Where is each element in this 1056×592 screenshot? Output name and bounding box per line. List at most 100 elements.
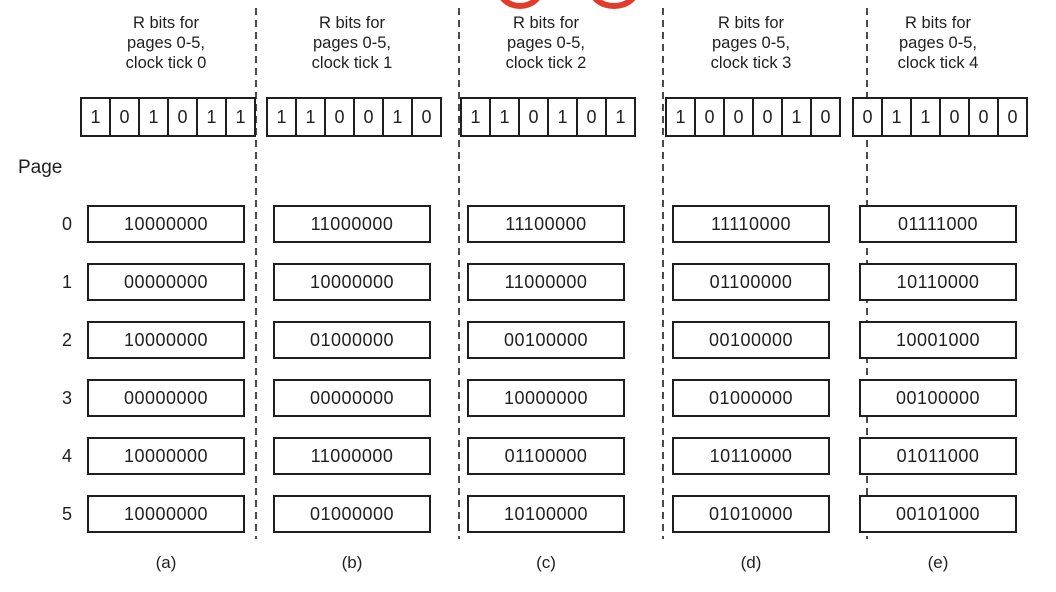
r-bit-cell: 1 <box>382 97 413 137</box>
header-line: clock tick 0 <box>125 54 207 72</box>
r-bit-cell: 1 <box>547 97 578 137</box>
aging-counter-box: 10000000 <box>87 321 245 359</box>
header-line: pages 0-5, <box>712 34 790 52</box>
header-line: pages 0-5, <box>127 34 205 52</box>
r-bit-cell: 1 <box>460 97 491 137</box>
aging-counter-box: 11000000 <box>467 263 625 301</box>
r-bit-cell: 0 <box>752 97 783 137</box>
dashed-separator <box>662 8 664 539</box>
r-bit-cell: 0 <box>723 97 754 137</box>
aging-counter-box: 01000000 <box>672 379 830 417</box>
page-number: 1 <box>61 272 72 292</box>
aging-counter-box: 10001000 <box>859 321 1017 359</box>
header-line: R bits for <box>512 14 580 32</box>
aging-counter-box: 00000000 <box>87 263 245 301</box>
counter-rows: 10000000 00000000 10000000 00000000 10000000… <box>80 205 252 533</box>
r-bit-cell: 0 <box>576 97 607 137</box>
aging-counter-box: 10100000 <box>467 495 625 533</box>
r-bit-cell: 0 <box>518 97 549 137</box>
column-header: R bits for pages 0-5, clock tick 0 <box>80 0 252 73</box>
aging-counter-box: 01010000 <box>672 495 830 533</box>
r-bit-cell: 1 <box>295 97 326 137</box>
r-bit-cell: 0 <box>694 97 725 137</box>
r-bit-cell: 0 <box>324 97 355 137</box>
page-number: 5 <box>61 504 72 524</box>
header-line: clock tick 2 <box>505 54 587 72</box>
aging-counter-box: 10000000 <box>87 495 245 533</box>
r-bit-cell: 0 <box>997 97 1028 137</box>
r-bit-cell: 1 <box>781 97 812 137</box>
aging-counter-box: 01011000 <box>859 437 1017 475</box>
aging-counter-box: 01111000 <box>859 205 1017 243</box>
aging-counter-box: 10000000 <box>273 263 431 301</box>
aging-counter-box: 10000000 <box>87 437 245 475</box>
column-label: (c) <box>536 553 556 572</box>
aging-counter-box: 11000000 <box>273 205 431 243</box>
aging-counter-box: 00000000 <box>87 379 245 417</box>
aging-counter-box: 11100000 <box>467 205 625 243</box>
r-bit-cell: 1 <box>665 97 696 137</box>
page-number: 3 <box>61 388 72 408</box>
aging-counter-box: 01100000 <box>672 263 830 301</box>
header-line: pages 0-5, <box>899 34 977 52</box>
column-header: R bits for pages 0-5, clock tick 4 <box>852 0 1024 73</box>
r-bit-cell: 0 <box>167 97 198 137</box>
r-bit-cell: 1 <box>881 97 912 137</box>
r-bit-cell: 1 <box>80 97 111 137</box>
r-bit-cell: 1 <box>605 97 636 137</box>
aging-counter-box: 00100000 <box>672 321 830 359</box>
column-label: (e) <box>927 553 949 572</box>
header-line: clock tick 4 <box>897 54 979 72</box>
r-bit-cell: 0 <box>810 97 841 137</box>
header-line: pages 0-5, <box>507 34 585 52</box>
aging-counter-box: 10110000 <box>859 263 1017 301</box>
aging-counter-box: 00000000 <box>273 379 431 417</box>
page-number: 2 <box>61 330 72 350</box>
r-bit-cell: 0 <box>968 97 999 137</box>
aging-counter-box: 11000000 <box>273 437 431 475</box>
aging-counter-box: 10000000 <box>87 205 245 243</box>
r-bit-cell: 0 <box>109 97 140 137</box>
header-line: R bits for <box>132 14 200 32</box>
r-bit-cell: 1 <box>225 97 256 137</box>
aging-counter-box: 00100000 <box>859 379 1017 417</box>
r-bit-cell: 1 <box>196 97 227 137</box>
r-bit-cell: 0 <box>852 97 883 137</box>
aging-counter-box: 00101000 <box>859 495 1017 533</box>
column-label: (a) <box>155 553 177 572</box>
header-line: R bits for <box>904 14 972 32</box>
aging-counter-box: 10110000 <box>672 437 830 475</box>
counter-rows: 11000000 10000000 01000000 00000000 11000000… <box>266 205 438 533</box>
column-header: R bits for pages 0-5, clock tick 1 <box>266 0 438 73</box>
r-bit-cell: 1 <box>266 97 297 137</box>
header-line: clock tick 3 <box>710 54 792 72</box>
column-label: (d) <box>740 553 762 572</box>
aging-counter-box: 10000000 <box>467 379 625 417</box>
page-number: 0 <box>61 214 72 234</box>
aging-counter-box: 01100000 <box>467 437 625 475</box>
r-bit-cell: 0 <box>411 97 442 137</box>
r-bit-cell: 1 <box>489 97 520 137</box>
aging-counter-box: 01000000 <box>273 495 431 533</box>
page-axis-label: Page <box>18 157 63 178</box>
counter-rows: 01111000 10110000 10001000 00100000 01011000… <box>852 205 1024 533</box>
dashed-separator <box>255 8 257 539</box>
r-bit-cell: 0 <box>353 97 384 137</box>
column-header: R bits for pages 0-5, clock tick 3 <box>665 0 837 73</box>
